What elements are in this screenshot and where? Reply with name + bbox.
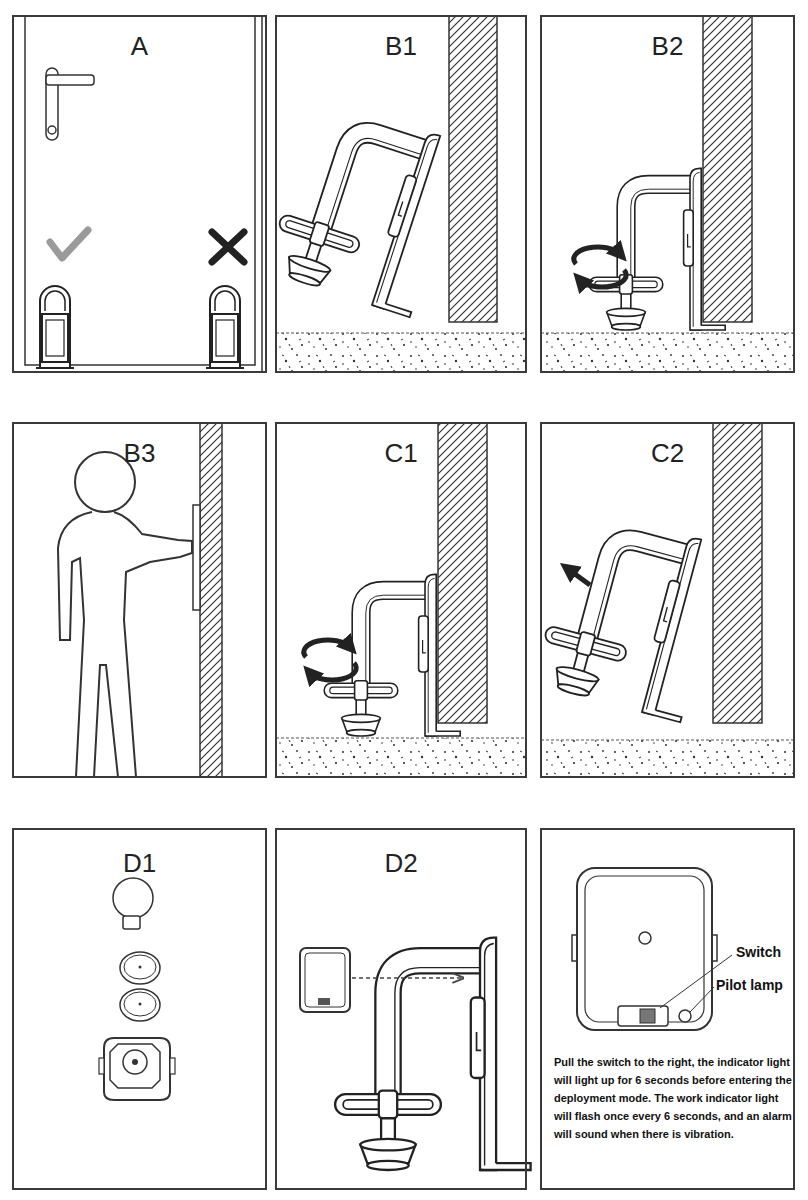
rotate-arrow [574,247,626,287]
battery-cover [113,878,153,929]
floor [541,740,794,777]
battery-cover [123,916,140,929]
alarm-housing [110,1044,160,1088]
panel-label: C2 [542,438,793,469]
door-stopper [324,574,460,736]
rotate-arrow [304,640,350,657]
cross-mark [212,232,244,262]
panel-label: B3 [14,438,265,469]
coin-battery [124,992,156,1016]
alarm-box-front [639,932,651,944]
callout-label: Pilot lamp [716,977,783,993]
door-stopper [335,938,530,1170]
alarm-housing [99,1038,175,1100]
door-front [261,16,263,372]
floor [276,333,526,371]
panel-label: B1 [277,31,525,62]
floor-line [541,333,794,334]
coin-battery [139,966,142,969]
floor-line [276,738,526,739]
alarm-housing [123,1050,147,1074]
panel-label: B2 [542,31,793,62]
panel: D1 [12,828,267,1190]
coin-battery [120,952,160,984]
rotate-arrow [580,270,626,287]
floor-line [276,333,526,334]
pull-arrow [568,569,590,585]
stopper-plate [193,505,200,610]
coin-battery [120,952,160,984]
alarm-housing [104,1038,170,1100]
alarm-box-front [585,876,704,1022]
alarm-box-front [679,1010,691,1022]
alarm-housing [132,1059,138,1065]
panel: B2 [540,15,795,373]
door-stopper [532,507,727,722]
panel-label: C1 [277,438,525,469]
stopper-front [206,286,244,368]
alarm-box-front [640,1009,655,1023]
floor [276,738,526,777]
panel-label: D2 [277,848,525,879]
door-edge [438,423,487,723]
door-front [46,75,94,85]
panel: D2 [275,828,527,1190]
insert-arrow [352,977,462,979]
alarm-box-front [577,868,712,1030]
panel: C1 [275,422,527,778]
alarm-box-front [618,1006,668,1026]
alarm-housing [99,1058,104,1074]
panel: B1 [275,15,527,373]
panel-label: A [14,31,265,62]
person [58,452,192,777]
callout-label: Switch [736,944,781,960]
person [94,665,118,777]
door-front [25,16,262,372]
door-edge [713,423,762,723]
door-edge [449,16,497,322]
coin-battery [120,989,160,1021]
coin-battery [124,955,156,979]
alarm-housing [170,1058,175,1074]
floor-line [541,740,794,741]
rotate-arrow [574,247,620,264]
door-stopper [264,97,466,317]
battery-cover [113,878,153,918]
stopper-front [36,286,74,368]
coin-battery [120,989,160,1021]
panel: Pull the switch to the right, the indica… [540,828,795,1190]
person [114,512,192,777]
instruction-text: Pull the switch to the right, the indica… [554,1053,794,1143]
panel-label: D1 [14,848,265,879]
alarm-box [300,948,350,1012]
leader-line [690,987,714,1012]
floor [541,333,794,371]
rotate-arrow [304,640,356,680]
alarm-box [318,998,330,1005]
panel: A [12,15,267,373]
alarm-box [300,948,350,1012]
door-front [48,126,56,134]
panel: C2 [540,422,795,778]
person [58,512,92,777]
door-edge [703,16,752,322]
alarm-box [305,953,345,1007]
coin-battery [139,1003,142,1006]
check-mark [50,230,88,258]
alarm-box-front [572,868,717,1030]
rotate-arrow [310,663,356,680]
panel: B3 [12,422,267,778]
door-edge [200,423,222,777]
